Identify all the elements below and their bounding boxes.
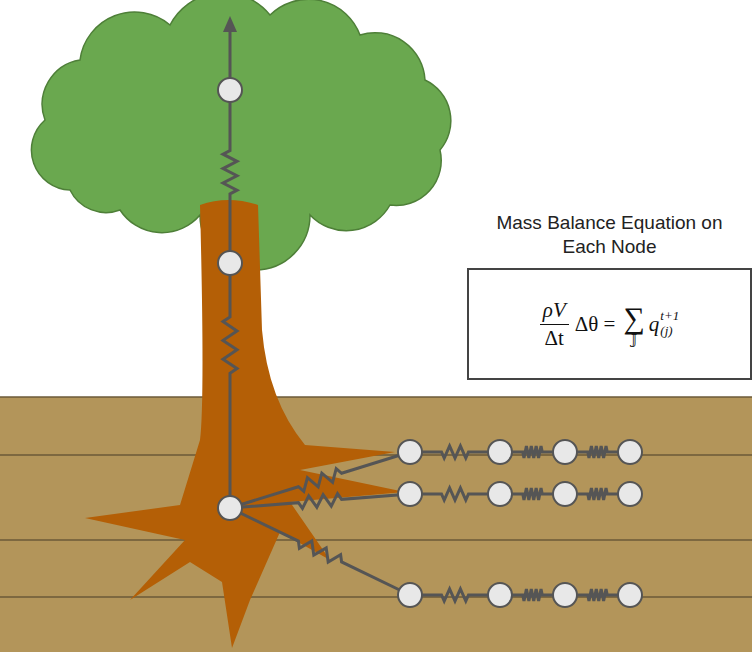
resistor-symbol — [410, 488, 500, 500]
network-node — [218, 251, 242, 275]
resistor-symbol — [230, 494, 410, 509]
equation-box: Mass Balance Equation on Each NodeρVΔtΔθ… — [467, 211, 752, 380]
equation-text: t+1 — [660, 309, 679, 324]
equation-frame: ρVΔtΔθ =∑𝕁qt+1(j) — [467, 268, 752, 380]
equation-part: ρVΔt — [540, 298, 569, 351]
network-node — [618, 583, 642, 607]
equation-text: Δt — [545, 325, 564, 351]
resistor-symbol — [410, 589, 500, 601]
trunk-and-roots — [85, 200, 405, 648]
network-node — [398, 440, 422, 464]
resistor-symbol — [223, 263, 237, 508]
equation-text: ∑ — [623, 303, 644, 333]
equation-text: (j) — [660, 324, 679, 339]
resistor-symbol — [410, 446, 500, 458]
network-node — [488, 482, 512, 506]
network-node — [488, 583, 512, 607]
node-heading: Mass Balance Equation on Each Node — [495, 211, 725, 260]
equation-part: qt+1(j) — [649, 309, 679, 339]
network-node — [618, 482, 642, 506]
arrowhead — [223, 16, 237, 32]
network-node — [553, 583, 577, 607]
resistor-symbol — [223, 90, 237, 263]
equation-text: q — [649, 312, 660, 337]
network-node — [553, 440, 577, 464]
soil — [0, 397, 752, 652]
network-node — [218, 496, 242, 520]
equation-part: t+1(j) — [660, 309, 679, 339]
resistor-symbol — [230, 508, 410, 595]
network-node — [553, 482, 577, 506]
equation-text: 𝕁 — [631, 333, 637, 346]
equation-part: ∑𝕁 — [623, 303, 644, 346]
network-node — [398, 482, 422, 506]
soil-layer-lines — [0, 397, 752, 597]
network-node — [398, 583, 422, 607]
network-node — [618, 440, 642, 464]
network-node — [218, 78, 242, 102]
equation-text: Δθ = — [575, 312, 616, 337]
equation-text: ρV — [540, 298, 569, 325]
network-node — [488, 440, 512, 464]
resistor-symbol — [230, 452, 410, 508]
